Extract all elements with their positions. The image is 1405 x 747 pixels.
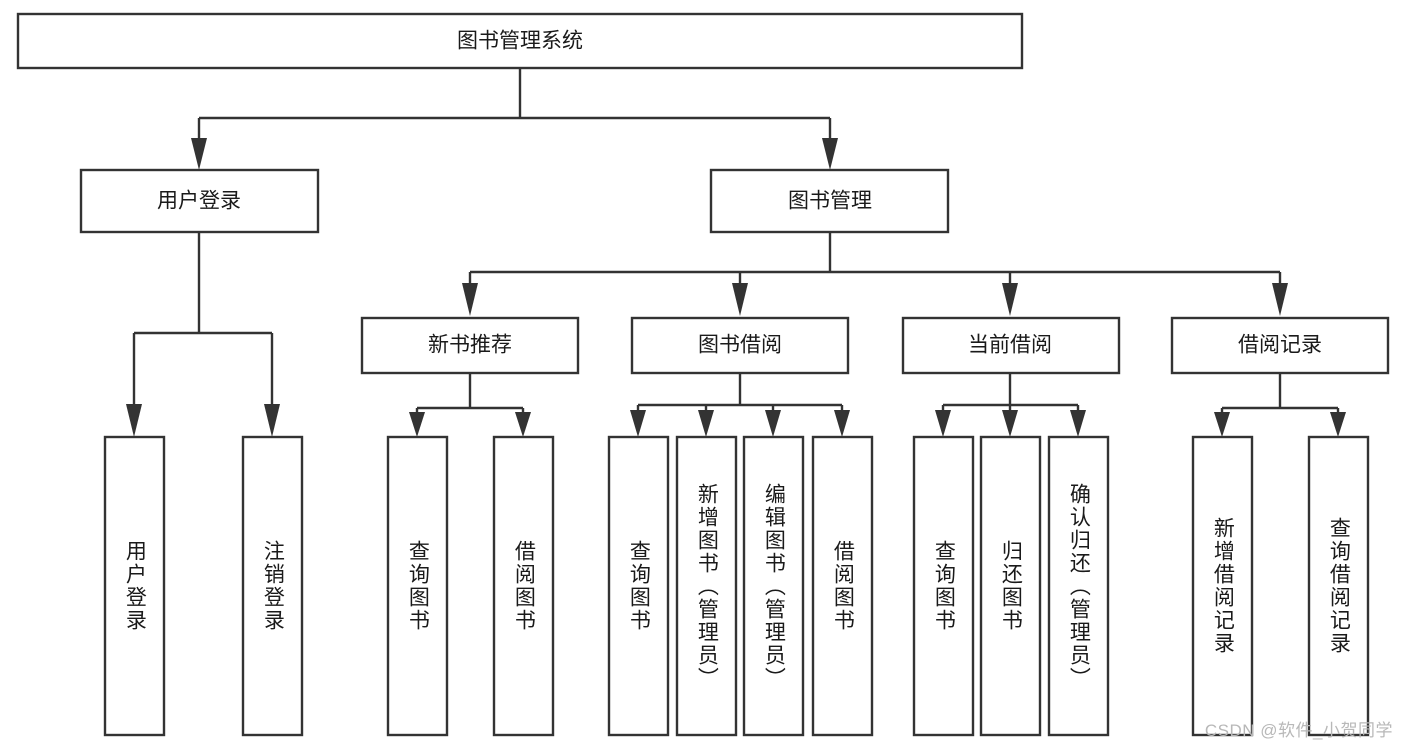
arrow-head-leaf-logout-login [264, 404, 280, 437]
node-root-box[interactable] [16, 12, 1024, 70]
connector-group-root [191, 68, 838, 170]
node-book-manage-box[interactable] [709, 168, 950, 234]
arrow-head-leaf-query-book-2 [630, 410, 646, 437]
leaf-box-add-book[interactable] [675, 435, 738, 737]
arrow-head-leaf-borrow-book-1 [515, 412, 531, 437]
connector-group-current-borrow [935, 373, 1086, 437]
arrow-head-borrow-record [1272, 283, 1288, 316]
node-current-borrow-box[interactable] [901, 316, 1121, 375]
leaf-box-query-book-3[interactable] [912, 435, 975, 737]
arrow-head-leaf-query-book-1 [409, 412, 425, 437]
node-new-book-recommend-label: 新书推荐 [428, 334, 512, 357]
node-root[interactable]: 图书管理系统 [16, 12, 1024, 70]
node-borrow-record[interactable]: 借阅记录 [1170, 316, 1390, 375]
leaf-box-borrow-book-2[interactable] [811, 435, 874, 737]
arrow-head-leaf-user-login [126, 404, 142, 437]
node-root-label: 图书管理系统 [457, 30, 583, 53]
leaf-box-add-record[interactable] [1191, 435, 1254, 737]
node-book-manage[interactable]: 图书管理 [709, 168, 950, 234]
arrow-head-leaf-add-book [698, 410, 714, 437]
csdn-watermark: CSDN @软件_小贺同学 [1204, 721, 1393, 740]
arrow-head-leaf-query-book-3 [935, 410, 951, 437]
connector-group-borrow-record [1214, 373, 1346, 437]
connector-group-book-manage [462, 232, 1288, 316]
arrow-head-book-manage [822, 138, 838, 170]
node-book-borrow-box[interactable] [630, 316, 850, 375]
arrow-head-leaf-return-book [1002, 410, 1018, 437]
connector-group-book-borrow [630, 373, 850, 437]
leaf-boxes [103, 435, 1370, 737]
leaf-box-return-book[interactable] [979, 435, 1042, 737]
leaf-box-user-login[interactable] [103, 435, 166, 737]
node-borrow-record-label: 借阅记录 [1238, 334, 1322, 357]
leaf-box-query-book-2[interactable] [607, 435, 670, 737]
arrow-head-current-borrow [1002, 283, 1018, 316]
connector-group-new-book-recommend [409, 373, 531, 437]
arrow-head-book-borrow [732, 283, 748, 316]
leaf-box-logout-login[interactable] [241, 435, 304, 737]
node-book-borrow-label: 图书借阅 [698, 334, 782, 357]
arrow-head-leaf-borrow-book-2 [834, 410, 850, 437]
leaf-box-edit-book[interactable] [742, 435, 805, 737]
arrow-head-new-book-recommend [462, 283, 478, 316]
leaf-box-confirm-return[interactable] [1047, 435, 1110, 737]
node-book-manage-label: 图书管理 [788, 190, 872, 213]
node-new-book-recommend[interactable]: 新书推荐 [360, 316, 580, 375]
leaf-box-query-book-1[interactable] [386, 435, 449, 737]
arrow-head-leaf-add-record [1214, 412, 1230, 437]
leaf-box-borrow-book-1[interactable] [492, 435, 555, 737]
connector-group-user-login [126, 232, 280, 437]
node-borrow-record-box[interactable] [1170, 316, 1390, 375]
arrow-head-leaf-confirm-return [1070, 410, 1086, 437]
node-user-login[interactable]: 用户登录 [79, 168, 320, 234]
arrow-head-leaf-edit-book [765, 410, 781, 437]
node-new-book-recommend-box[interactable] [360, 316, 580, 375]
node-book-borrow[interactable]: 图书借阅 [630, 316, 850, 375]
node-user-login-label: 用户登录 [157, 190, 241, 213]
node-current-borrow[interactable]: 当前借阅 [901, 316, 1121, 375]
leaf-box-query-record[interactable] [1307, 435, 1370, 737]
node-current-borrow-label: 当前借阅 [968, 334, 1052, 357]
node-user-login-box[interactable] [79, 168, 320, 234]
arrow-head-leaf-query-record [1330, 412, 1346, 437]
arrow-head-user-login [191, 138, 207, 170]
